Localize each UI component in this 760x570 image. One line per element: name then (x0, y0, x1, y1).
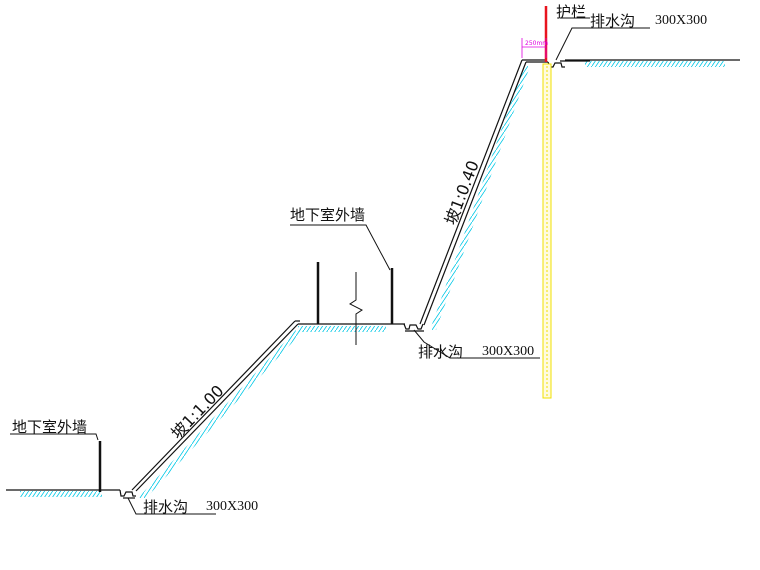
offset-dimension (521, 38, 547, 58)
drain-label-bottom: 排水沟 (143, 498, 188, 516)
break-line (349, 272, 363, 345)
drain-size-bottom: 300X300 (206, 499, 258, 514)
upper-slope (419, 59, 546, 326)
lower-slope-label: 坡1:1.00 (167, 381, 227, 443)
upper-slope-label: 坡1:0.40 (441, 158, 483, 228)
soil-hatch (20, 61, 725, 498)
lower-slope (131, 320, 300, 492)
drain-label-mid: 排水沟 (418, 343, 463, 361)
leader-lines (10, 17, 650, 515)
offset-dim-text: 250mm (525, 40, 548, 47)
basement-wall-mid (316, 262, 394, 324)
guardrail-label: 护栏 (556, 3, 586, 21)
basement-wall-label-mid: 地下室外墙 (290, 206, 365, 224)
pile-support (542, 63, 552, 399)
drain-size-mid: 300X300 (482, 344, 534, 359)
drain-label-top: 排水沟 (590, 12, 635, 30)
drain-size-top: 300X300 (655, 13, 707, 28)
basement-wall-label-left: 地下室外墙 (12, 418, 87, 436)
